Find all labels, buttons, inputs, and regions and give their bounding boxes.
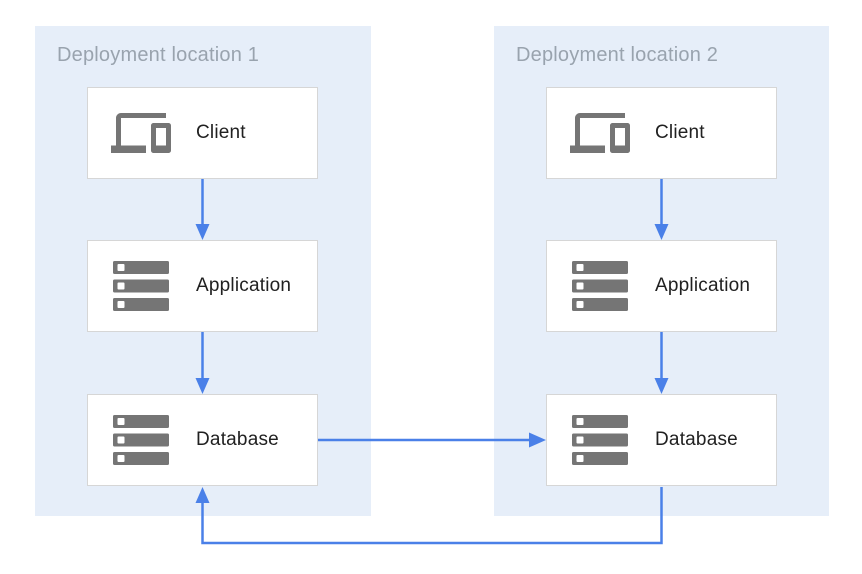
node-database-1: Database [87,394,318,486]
server-stack-icon [565,415,635,465]
node-label: Database [655,429,738,450]
devices-icon [565,103,635,163]
node-label: Database [196,429,279,450]
devices-icon [106,103,176,163]
server-stack-icon [565,261,635,311]
node-label: Client [196,122,246,143]
node-application-1: Application [87,240,318,332]
group-title-2: Deployment location 2 [516,44,719,66]
node-label: Application [655,275,751,296]
server-stack-icon [106,261,176,311]
node-client-2: Client [546,87,777,179]
server-stack-icon [106,415,176,465]
node-client-1: Client [87,87,318,179]
group-title-1: Deployment location 1 [57,44,260,66]
node-application-2: Application [546,240,777,332]
node-database-2: Database [546,394,777,486]
node-label: Client [655,122,705,143]
node-label: Application [196,275,292,296]
